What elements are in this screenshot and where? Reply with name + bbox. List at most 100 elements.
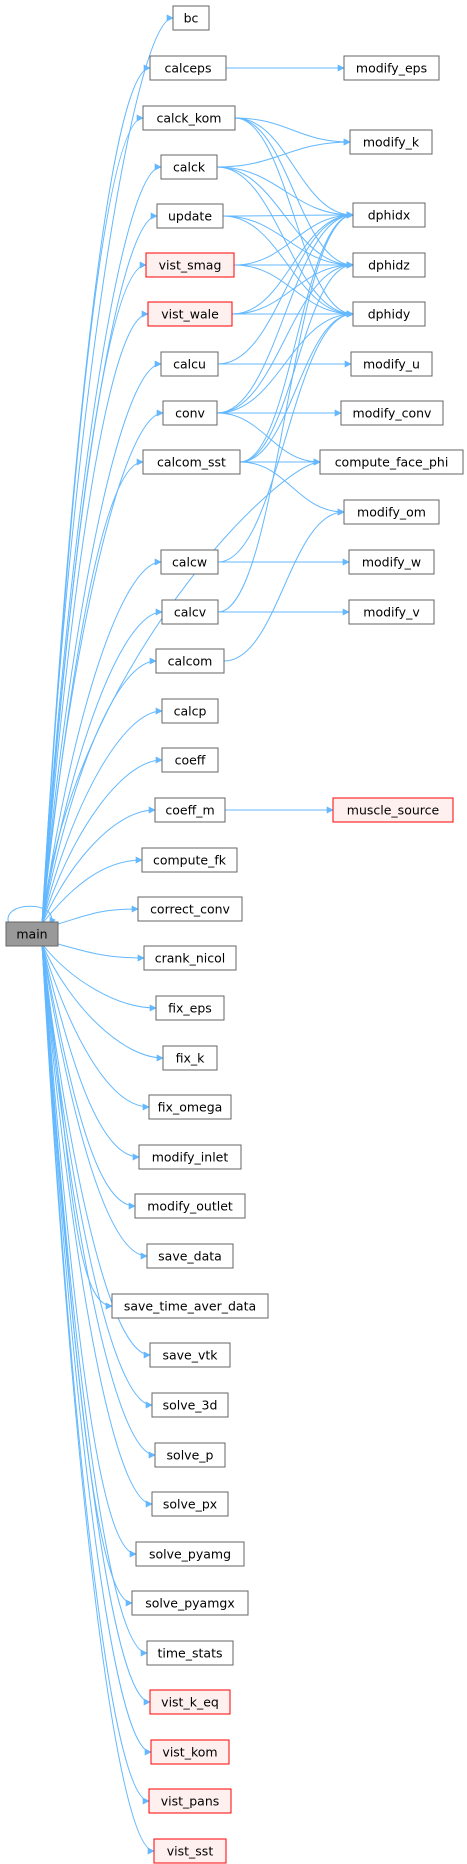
node-label-calcom_sst: calcom_sst xyxy=(157,455,226,470)
edge-calcom-to-modify_om xyxy=(223,508,345,662)
node-coeff[interactable]: coeff xyxy=(161,747,219,773)
node-modify_outlet[interactable]: modify_outlet xyxy=(134,1193,246,1219)
node-modify_conv[interactable]: modify_conv xyxy=(340,400,444,426)
node-modify_w[interactable]: modify_w xyxy=(348,549,435,575)
node-save_vtk[interactable]: save_vtk xyxy=(149,1342,231,1368)
edge-calcom_sst-to-dphidz xyxy=(239,261,354,463)
edge-main-to-save_data xyxy=(41,943,148,1260)
node-box-vist_kom xyxy=(150,1739,230,1765)
node-calceps[interactable]: calceps xyxy=(149,55,227,81)
node-box-update xyxy=(156,203,224,229)
node-box-solve_3d xyxy=(151,1392,229,1418)
node-conv[interactable]: conv xyxy=(162,400,218,426)
node-calcw[interactable]: calcw xyxy=(160,549,219,575)
node-vist_wale[interactable]: vist_wale xyxy=(147,301,233,327)
edge-vist_wale-to-dphidx xyxy=(231,211,354,315)
node-modify_eps[interactable]: modify_eps xyxy=(343,55,440,81)
node-box-calcom xyxy=(155,648,225,674)
node-box-muscle_source xyxy=(332,797,454,823)
node-compute_fk[interactable]: compute_fk xyxy=(141,847,238,873)
node-time_stats[interactable]: time_stats xyxy=(146,1640,234,1666)
node-dphidx[interactable]: dphidx xyxy=(352,202,426,228)
node-label-modify_inlet: modify_inlet xyxy=(152,1150,229,1165)
node-box-coeff xyxy=(161,747,219,773)
node-label-modify_conv: modify_conv xyxy=(353,406,433,421)
node-dphidz[interactable]: dphidz xyxy=(352,252,426,278)
node-solve_pyamgx[interactable]: solve_pyamgx xyxy=(131,1590,249,1616)
call-graph-nodes: main bc calceps modify_eps calck_kom modify_k… xyxy=(5,5,464,1864)
node-vist_k_eq[interactable]: vist_k_eq xyxy=(149,1689,231,1715)
node-label-save_vtk: save_vtk xyxy=(162,1348,218,1363)
node-crank_nicol[interactable]: crank_nicol xyxy=(143,945,237,971)
edge-calcom_sst-to-modify_om xyxy=(239,461,345,516)
edge-conv-to-dphidz xyxy=(216,261,354,414)
node-label-fix_eps: fix_eps xyxy=(168,1001,212,1016)
edge-main-to-calcom xyxy=(41,657,157,925)
node-save_time_aver_data[interactable]: save_time_aver_data xyxy=(111,1293,269,1319)
node-calcp[interactable]: calcp xyxy=(161,698,219,724)
node-calck[interactable]: calck xyxy=(160,154,218,180)
node-muscle_source[interactable]: muscle_source xyxy=(332,797,454,823)
node-box-calcp xyxy=(161,698,219,724)
edge-main-to-modify_inlet xyxy=(41,943,140,1161)
edge-main-to-solve_p xyxy=(41,943,156,1459)
node-vist_pans[interactable]: vist_pans xyxy=(148,1788,232,1814)
node-label-time_stats: time_stats xyxy=(158,1646,223,1661)
node-vist_smag[interactable]: vist_smag xyxy=(145,252,235,278)
node-box-solve_px xyxy=(151,1491,229,1517)
node-modify_om[interactable]: modify_om xyxy=(343,499,440,525)
node-modify_k[interactable]: modify_k xyxy=(349,129,433,155)
edge-conv-to-dphidx xyxy=(216,211,354,414)
node-label-calcv: calcv xyxy=(174,605,207,620)
node-modify_inlet[interactable]: modify_inlet xyxy=(138,1144,242,1170)
node-vist_kom[interactable]: vist_kom xyxy=(150,1739,230,1765)
node-label-modify_v: modify_v xyxy=(363,605,420,620)
node-correct_conv[interactable]: correct_conv xyxy=(137,896,243,922)
node-compute_face_phi[interactable]: compute_face_phi xyxy=(319,449,464,475)
node-modify_u[interactable]: modify_u xyxy=(350,351,433,377)
edge-main-to-calck xyxy=(41,163,162,925)
edge-main-to-modify_outlet xyxy=(41,943,136,1210)
node-box-modify_inlet xyxy=(138,1144,242,1170)
node-label-solve_pyamgx: solve_pyamgx xyxy=(145,1596,234,1611)
node-box-vist_pans xyxy=(148,1788,232,1814)
node-calck_kom[interactable]: calck_kom xyxy=(142,105,236,131)
node-fix_eps[interactable]: fix_eps xyxy=(155,995,225,1021)
node-solve_px[interactable]: solve_px xyxy=(151,1491,229,1517)
node-modify_v[interactable]: modify_v xyxy=(348,599,435,625)
edge-main-to-solve_px xyxy=(41,943,153,1508)
node-fix_omega[interactable]: fix_omega xyxy=(148,1094,232,1120)
node-label-modify_u: modify_u xyxy=(363,357,420,372)
node-vist_sst[interactable]: vist_sst xyxy=(153,1838,227,1864)
node-dphidy[interactable]: dphidy xyxy=(352,301,426,327)
node-calcom_sst[interactable]: calcom_sst xyxy=(142,449,241,475)
node-box-coeff_m xyxy=(154,797,226,823)
node-main[interactable]: main xyxy=(5,921,59,947)
node-label-vist_pans: vist_pans xyxy=(161,1794,220,1809)
edge-main-to-fix_omega xyxy=(41,943,150,1111)
node-update[interactable]: update xyxy=(156,203,224,229)
node-solve_3d[interactable]: solve_3d xyxy=(151,1392,229,1418)
edge-main-to-vist_sst xyxy=(41,943,155,1855)
node-box-bc xyxy=(172,5,210,31)
node-label-coeff_m: coeff_m xyxy=(165,803,214,818)
node-box-calcu xyxy=(160,351,219,377)
node-coeff_m[interactable]: coeff_m xyxy=(154,797,226,823)
edge-main-to-time_stats xyxy=(41,943,148,1657)
node-box-modify_w xyxy=(348,549,435,575)
node-box-time_stats xyxy=(146,1640,234,1666)
node-calcv[interactable]: calcv xyxy=(161,599,219,625)
edge-update-to-dphidz xyxy=(222,215,354,269)
node-box-compute_face_phi xyxy=(319,449,464,475)
node-bc[interactable]: bc xyxy=(172,5,210,31)
node-calcom[interactable]: calcom xyxy=(155,648,225,674)
node-box-dphidx xyxy=(352,202,426,228)
node-fix_k[interactable]: fix_k xyxy=(162,1045,218,1071)
node-save_data[interactable]: save_data xyxy=(146,1243,234,1269)
edge-main-to-correct_conv xyxy=(57,905,139,925)
node-solve_pyamg[interactable]: solve_pyamg xyxy=(135,1541,245,1567)
node-solve_p[interactable]: solve_p xyxy=(154,1442,226,1468)
node-calcu[interactable]: calcu xyxy=(160,351,219,377)
edge-main-to-vist_wale xyxy=(41,310,149,925)
node-label-calceps: calceps xyxy=(164,61,211,76)
